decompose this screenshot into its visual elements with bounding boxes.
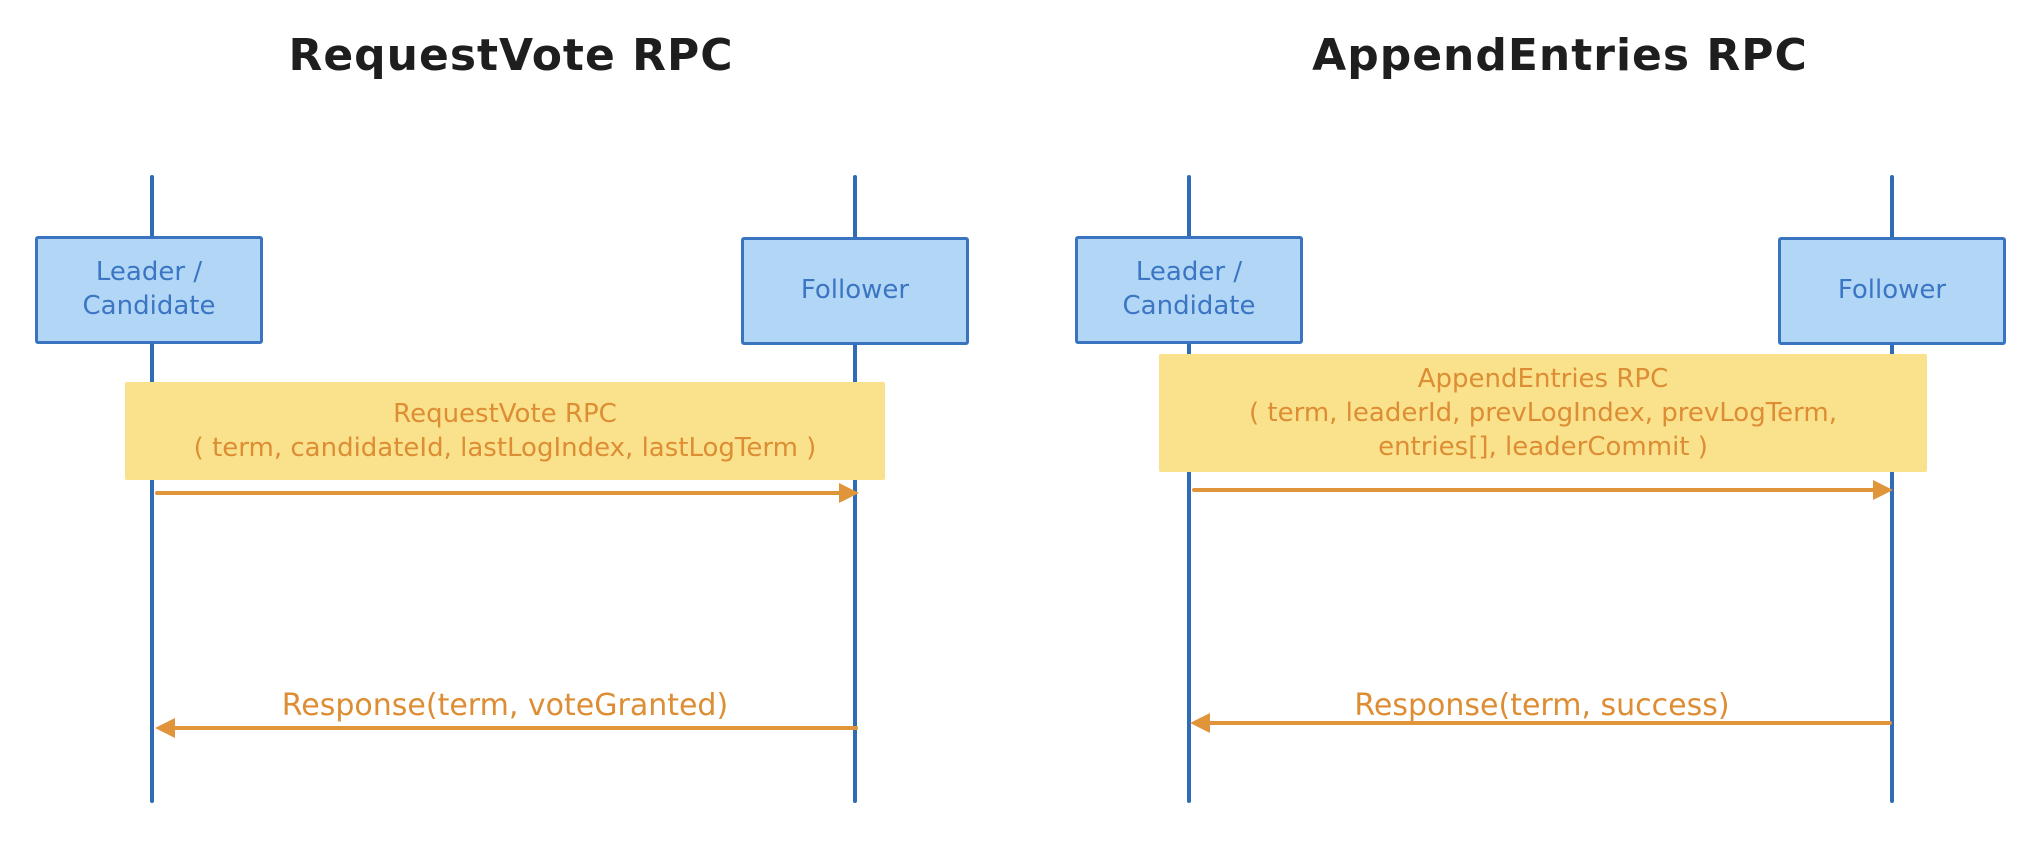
leader-lifeline xyxy=(1187,175,1191,803)
actor-box-leader-candidate: Leader / Candidate xyxy=(1075,236,1303,344)
actor-label: Leader / xyxy=(1135,257,1243,288)
request-arrow xyxy=(1192,480,1893,500)
request-message-box: RequestVote RPC ( term, candidateId, las… xyxy=(125,382,885,480)
actor-label: Candidate xyxy=(1122,291,1256,321)
actor-label: Follower xyxy=(800,275,910,306)
response-label: Response(term, success) xyxy=(1354,688,1730,723)
actor-label: Follower xyxy=(1837,275,1947,306)
diagram-title: RequestVote RPC xyxy=(288,30,734,81)
sequence-diagram-requestvote: RequestVote RPC Leader / Candidate Follo… xyxy=(35,30,969,803)
request-message-line: ( term, leaderId, prevLogIndex, prevLogT… xyxy=(1248,397,1837,428)
sequence-diagram-appendentries: AppendEntries RPC Leader / Candidate Fol… xyxy=(1022,0,2044,848)
actor-box-leader-candidate: Leader / Candidate xyxy=(35,236,263,344)
diagram-title: AppendEntries RPC xyxy=(1312,30,1808,81)
actor-box-follower: Follower xyxy=(741,237,969,345)
request-message-box: AppendEntries RPC ( term, leaderId, prev… xyxy=(1159,354,1927,472)
response-arrow xyxy=(155,718,858,738)
request-message-line: AppendEntries RPC xyxy=(1417,363,1669,394)
request-arrow xyxy=(155,483,859,503)
request-message-line: RequestVote RPC xyxy=(393,398,617,429)
actor-label: Candidate xyxy=(82,291,216,321)
leader-lifeline xyxy=(150,175,154,803)
response-label: Response(term, voteGranted) xyxy=(281,688,729,723)
actor-box-follower: Follower xyxy=(1778,237,2006,345)
actor-label: Leader / xyxy=(95,257,203,288)
response-arrow xyxy=(1190,713,1892,733)
request-message-line: ( term, candidateId, lastLogIndex, lastL… xyxy=(193,433,817,463)
request-message-line: entries[], leaderCommit ) xyxy=(1378,432,1708,463)
